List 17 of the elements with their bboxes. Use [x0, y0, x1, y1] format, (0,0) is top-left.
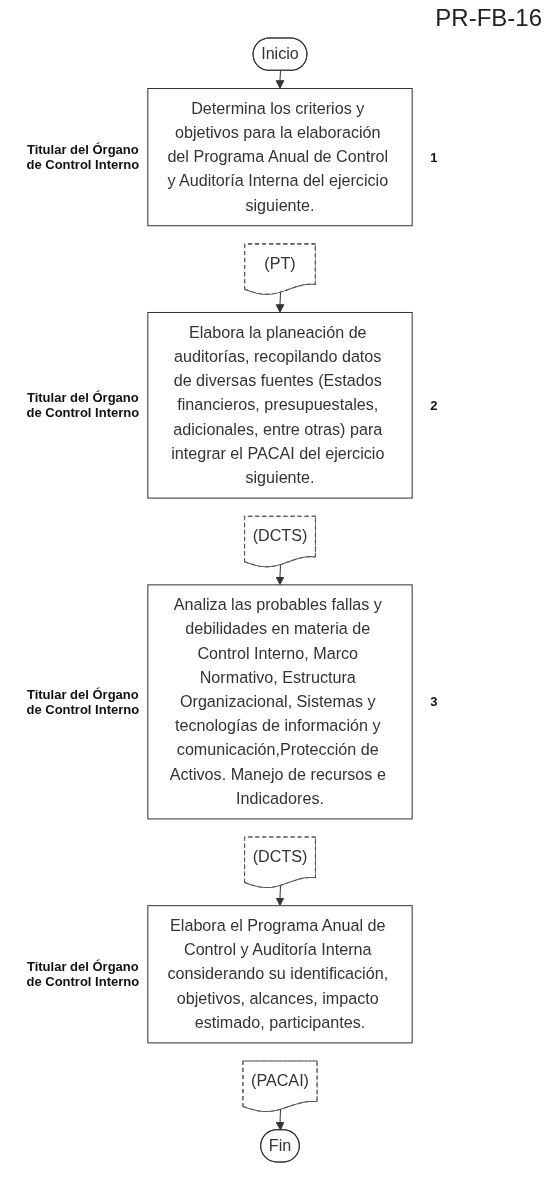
node-box: Elabora la planeación de auditorías, recopilando datos de diversas fuentes (Estados financieros, presupuestales, adicionales, entre otras) para integrar el PACAI del ejercicio siguiente.: [147, 311, 413, 499]
arrow: [275, 1109, 285, 1131]
arrow: [275, 564, 285, 586]
step-number: 3: [430, 694, 438, 710]
document-code: PR-FB-16: [435, 4, 542, 32]
arrow: [275, 70, 285, 89]
step-number: 1: [430, 149, 438, 165]
role-label: Titular del Órgano de Control Interno: [25, 142, 141, 173]
node-box: Analiza las probables fallas y debilidades en materia de Control Interno, Marco Normativo, Estructura Organizacional, Sistemas y tecnologías de información y comunicación,Protección de Activos. Manejo de recursos e Indicadores.: [147, 584, 413, 820]
role-label: Titular del Órgano de Control Interno: [25, 959, 141, 990]
node-box: Determina los criterios y objetivos para la elaboración del Programa Anual de Control y Auditoría Interna del ejercicio siguiente.: [147, 88, 413, 227]
step-number: 2: [430, 397, 438, 413]
arrow: [275, 885, 285, 907]
role-label: Titular del Órgano de Control Interno: [25, 390, 141, 421]
arrow: [275, 292, 285, 313]
node-box: Elabora el Programa Anual de Control y Auditoría Interna considerando su identificación, objetivos, alcances, impacto estimado, participantes.: [147, 905, 413, 1044]
role-label: Titular del Órgano de Control Interno: [25, 686, 141, 717]
